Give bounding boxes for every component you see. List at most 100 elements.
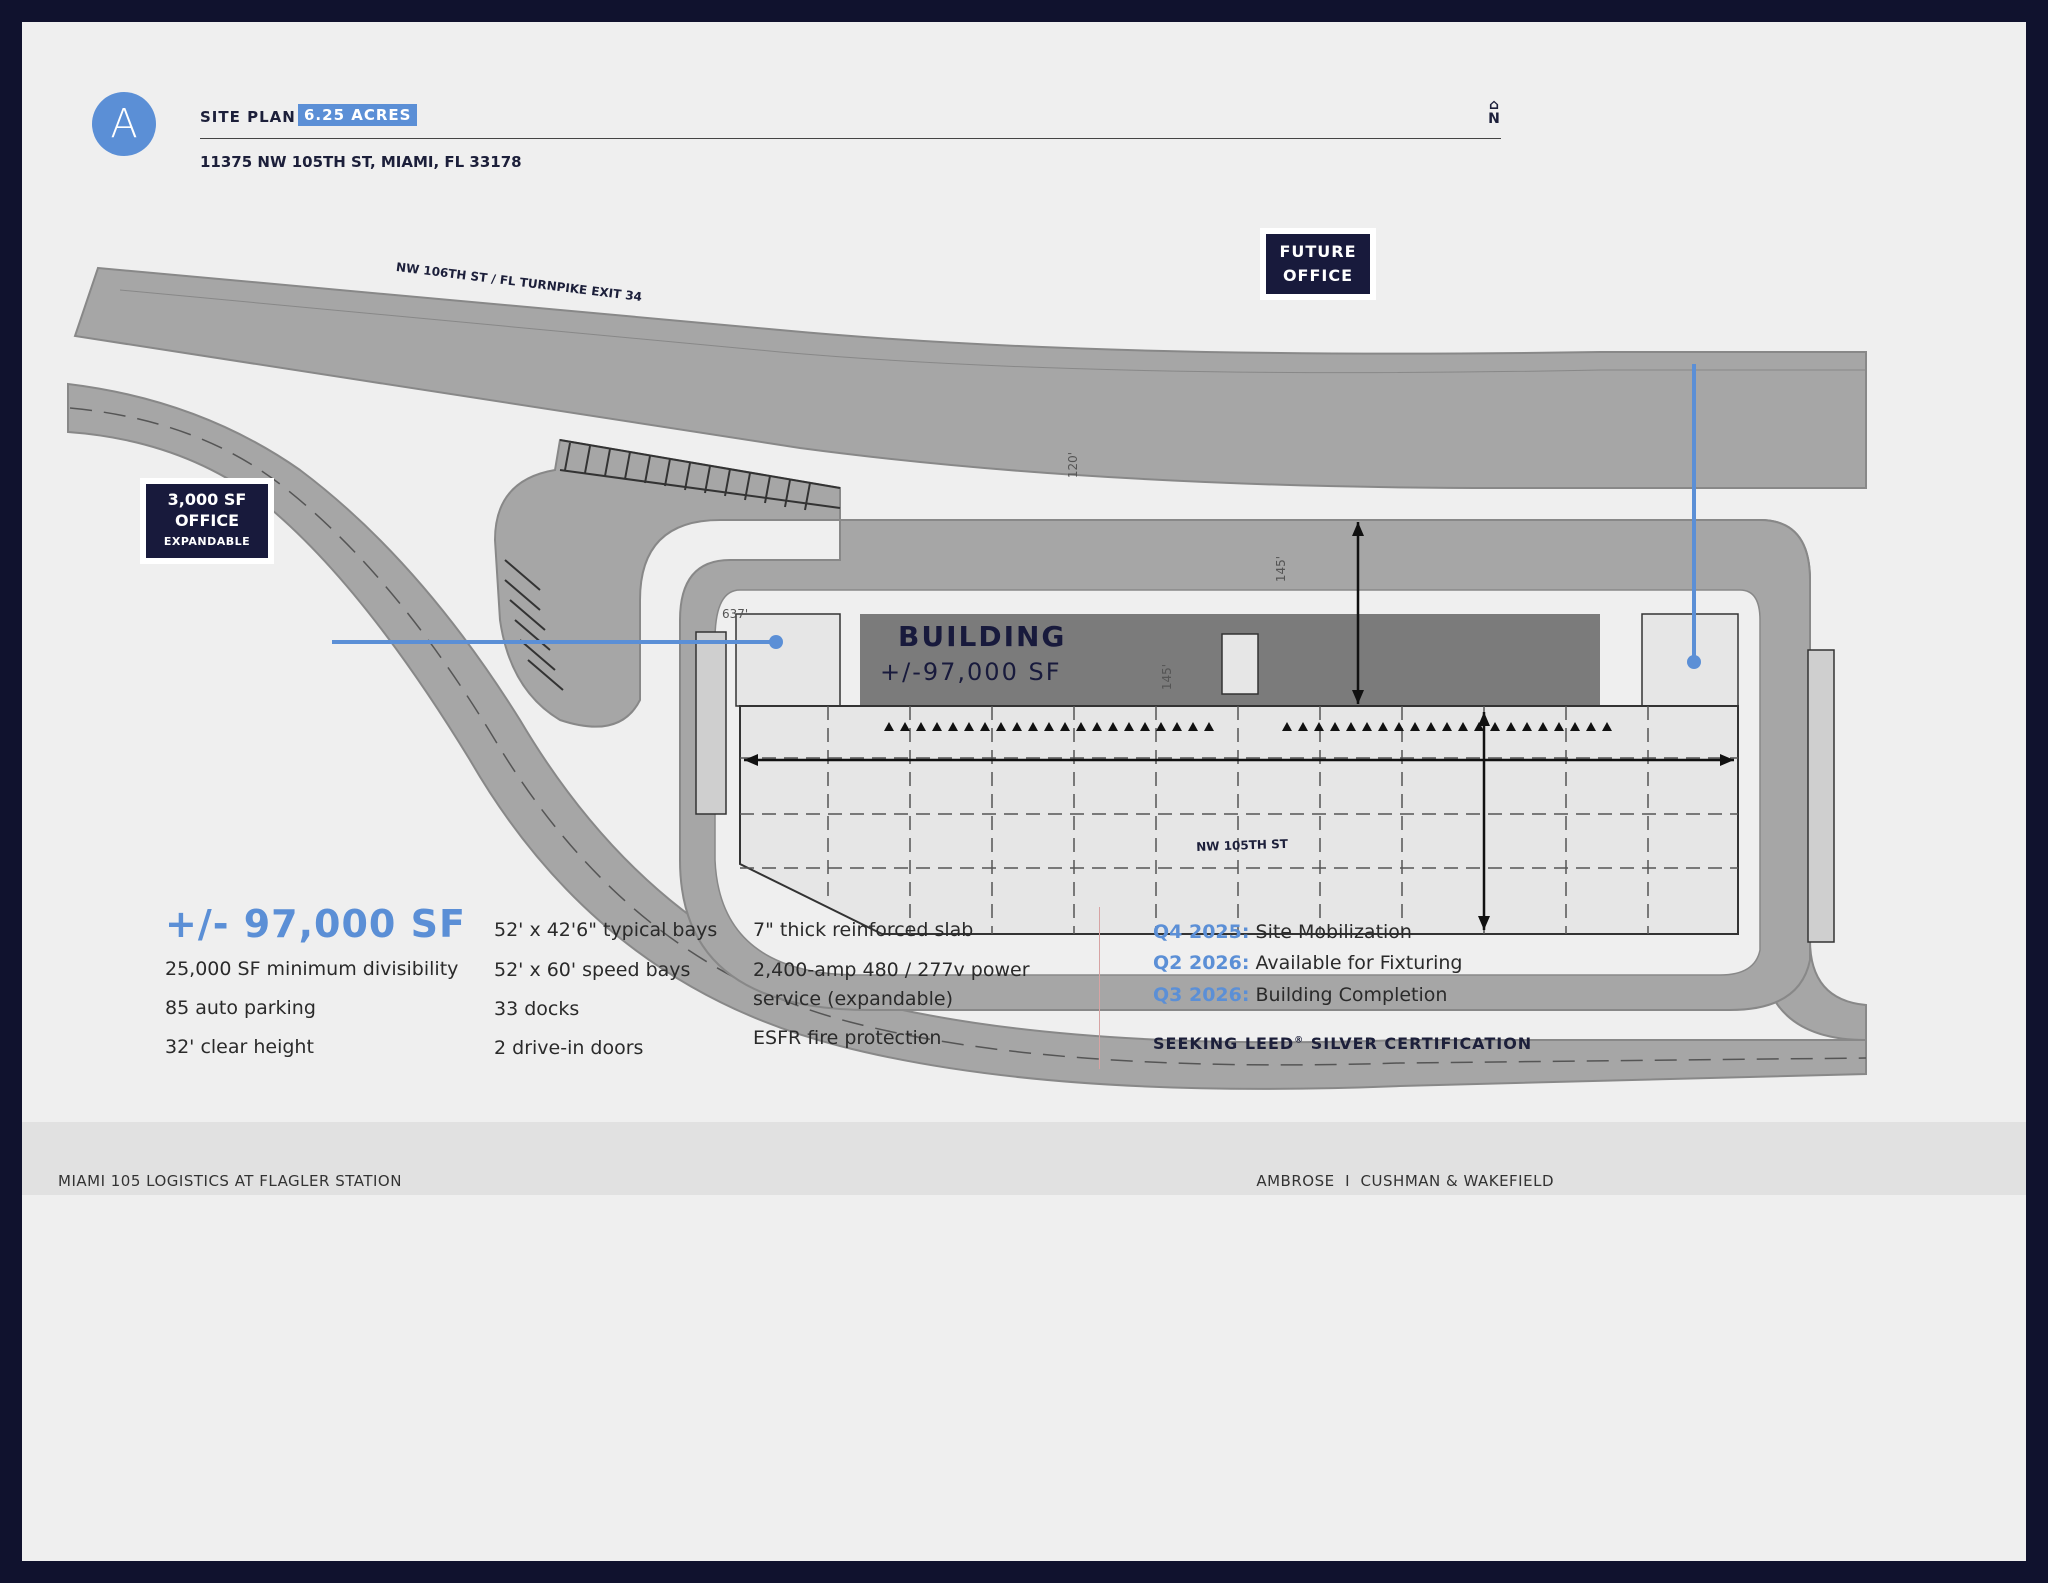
spec-item: ESFR fire protection bbox=[753, 1027, 942, 1049]
spec-item: 25,000 SF minimum divisibility bbox=[165, 958, 459, 980]
south-road bbox=[67, 382, 1867, 1090]
dock-door-marker bbox=[1140, 722, 1150, 731]
dock-door-marker bbox=[948, 722, 958, 731]
spec-item: service (expandable) bbox=[753, 988, 954, 1010]
north-arrow-glyph: ⌂ bbox=[1488, 97, 1500, 113]
site-plan-page: A SITE PLAN 6.25 ACRES 11375 NW 105TH ST… bbox=[22, 22, 2026, 1561]
dock-door-marker bbox=[996, 722, 1006, 731]
dim-truck-court-label: 120' bbox=[1066, 451, 1081, 479]
site-address: 11375 NW 105TH ST, MIAMI, FL 33178 bbox=[200, 153, 522, 171]
footer-brokers: AMBROSE I CUSHMAN & WAKEFIELD bbox=[1256, 1172, 1554, 1190]
spec-item: 2 drive-in doors bbox=[494, 1037, 644, 1059]
dock-door-marker bbox=[1346, 722, 1356, 731]
future-callout-line1: FUTURE bbox=[1279, 242, 1357, 261]
office-wing-west bbox=[735, 613, 841, 707]
timeline-what: Site Mobilization bbox=[1255, 921, 1412, 943]
spec-item: 33 docks bbox=[494, 998, 580, 1020]
north-label: N bbox=[1488, 111, 1500, 127]
dock-door-marker bbox=[884, 722, 894, 731]
dock-door-marker bbox=[1314, 722, 1324, 731]
dock-door-marker bbox=[932, 722, 942, 731]
building-area: +/-97,000 SF bbox=[880, 658, 1062, 686]
dock-door-marker bbox=[1378, 722, 1388, 731]
footer-project-name: MIAMI 105 LOGISTICS AT FLAGLER STATION bbox=[58, 1172, 402, 1190]
dock-doors bbox=[884, 722, 1612, 731]
dock-door-marker bbox=[1028, 722, 1038, 731]
page-title: SITE PLAN bbox=[200, 108, 296, 126]
dock-door-marker bbox=[1394, 722, 1404, 731]
acres-badge: 6.25 ACRES bbox=[298, 104, 418, 126]
timeline-when: Q2 2026: bbox=[1153, 952, 1250, 974]
total-square-footage: +/- 97,000 SF bbox=[165, 902, 466, 946]
header-divider bbox=[200, 138, 1501, 139]
site-plan-drawing bbox=[67, 266, 1867, 1090]
dock-door-marker bbox=[1298, 722, 1308, 731]
dock-door-marker bbox=[1426, 722, 1436, 731]
dock-door-marker bbox=[1410, 722, 1420, 731]
brand-logo: A bbox=[92, 92, 156, 156]
timeline-what: Building Completion bbox=[1255, 984, 1448, 1006]
dock-door-marker bbox=[1012, 722, 1022, 731]
dock-door-marker bbox=[1442, 722, 1452, 731]
dock-door-marker bbox=[900, 722, 910, 731]
leed-post: SILVER CERTIFICATION bbox=[1304, 1034, 1533, 1053]
spec-item: 85 auto parking bbox=[165, 997, 316, 1019]
spec-item: 7" thick reinforced slab bbox=[753, 919, 974, 941]
parking-stalls bbox=[504, 439, 841, 691]
north-road bbox=[73, 266, 1867, 489]
dim-depth-label: 145' bbox=[1160, 663, 1175, 691]
future-office-marker bbox=[1687, 655, 1701, 669]
dock-door-marker bbox=[1124, 722, 1134, 731]
dim-length-label: 637' bbox=[722, 607, 749, 621]
timeline-item: Q4 2025: Site Mobilization bbox=[1153, 921, 1412, 943]
office-callout-label: OFFICE bbox=[174, 511, 240, 530]
dock-door-marker bbox=[1570, 722, 1580, 731]
north-road-lane bbox=[119, 289, 1866, 374]
east-ramp bbox=[1807, 649, 1835, 943]
spec-item: 52' x 42'6" typical bays bbox=[494, 919, 718, 941]
dock-door-marker bbox=[1506, 722, 1516, 731]
dock-door-marker bbox=[1188, 722, 1198, 731]
dock-door-marker bbox=[1076, 722, 1086, 731]
dock-door-marker bbox=[1172, 722, 1182, 731]
dim-side-label: 145' bbox=[1274, 555, 1289, 583]
north-arrow-icon: ⌂ N bbox=[1484, 98, 1504, 126]
dock-door-marker bbox=[1586, 722, 1596, 731]
dock-door-marker bbox=[1474, 722, 1484, 731]
building-title: BUILDING bbox=[898, 620, 1067, 653]
timeline-when: Q4 2025: bbox=[1153, 921, 1250, 943]
dock-door-marker bbox=[1554, 722, 1564, 731]
timeline-what: Available for Fixturing bbox=[1255, 952, 1463, 974]
timeline-when: Q3 2026: bbox=[1153, 984, 1250, 1006]
office-callout-note: EXPANDABLE bbox=[163, 535, 251, 548]
dock-door-marker bbox=[1490, 722, 1500, 731]
future-callout-line2: OFFICE bbox=[1282, 266, 1354, 285]
building-footprint bbox=[739, 705, 1739, 935]
dock-door-marker bbox=[1602, 722, 1612, 731]
dock-door-marker bbox=[980, 722, 990, 731]
dock-door-marker bbox=[1108, 722, 1118, 731]
spec-item: 52' x 60' speed bays bbox=[494, 959, 691, 981]
office-callout: 3,000 SF OFFICE EXPANDABLE bbox=[140, 478, 274, 564]
leed-pre: SEEKING LEED bbox=[1153, 1034, 1295, 1053]
dock-door-marker bbox=[1044, 722, 1054, 731]
south-road-centerline bbox=[69, 407, 1867, 1066]
dock-door-marker bbox=[1156, 722, 1166, 731]
office-marker bbox=[769, 635, 783, 649]
specs-divider bbox=[1099, 907, 1100, 1069]
dock-door-marker bbox=[964, 722, 974, 731]
dock-door-marker bbox=[1538, 722, 1548, 731]
dock-door-marker bbox=[1204, 722, 1214, 731]
leed-mark: ® bbox=[1294, 1035, 1305, 1046]
dock-door-marker bbox=[1330, 722, 1340, 731]
dock-door-marker bbox=[1060, 722, 1070, 731]
dock-door-marker bbox=[1362, 722, 1372, 731]
footer-bar bbox=[22, 1122, 2026, 1195]
dock-door-marker bbox=[916, 722, 926, 731]
timeline-item: Q2 2026: Available for Fixturing bbox=[1153, 952, 1462, 974]
dimension-lines bbox=[744, 522, 1734, 930]
office-callout-sf: 3,000 SF bbox=[167, 490, 247, 509]
center-stair bbox=[1221, 633, 1259, 695]
west-ramp bbox=[695, 631, 727, 815]
dock-door-marker bbox=[1092, 722, 1102, 731]
